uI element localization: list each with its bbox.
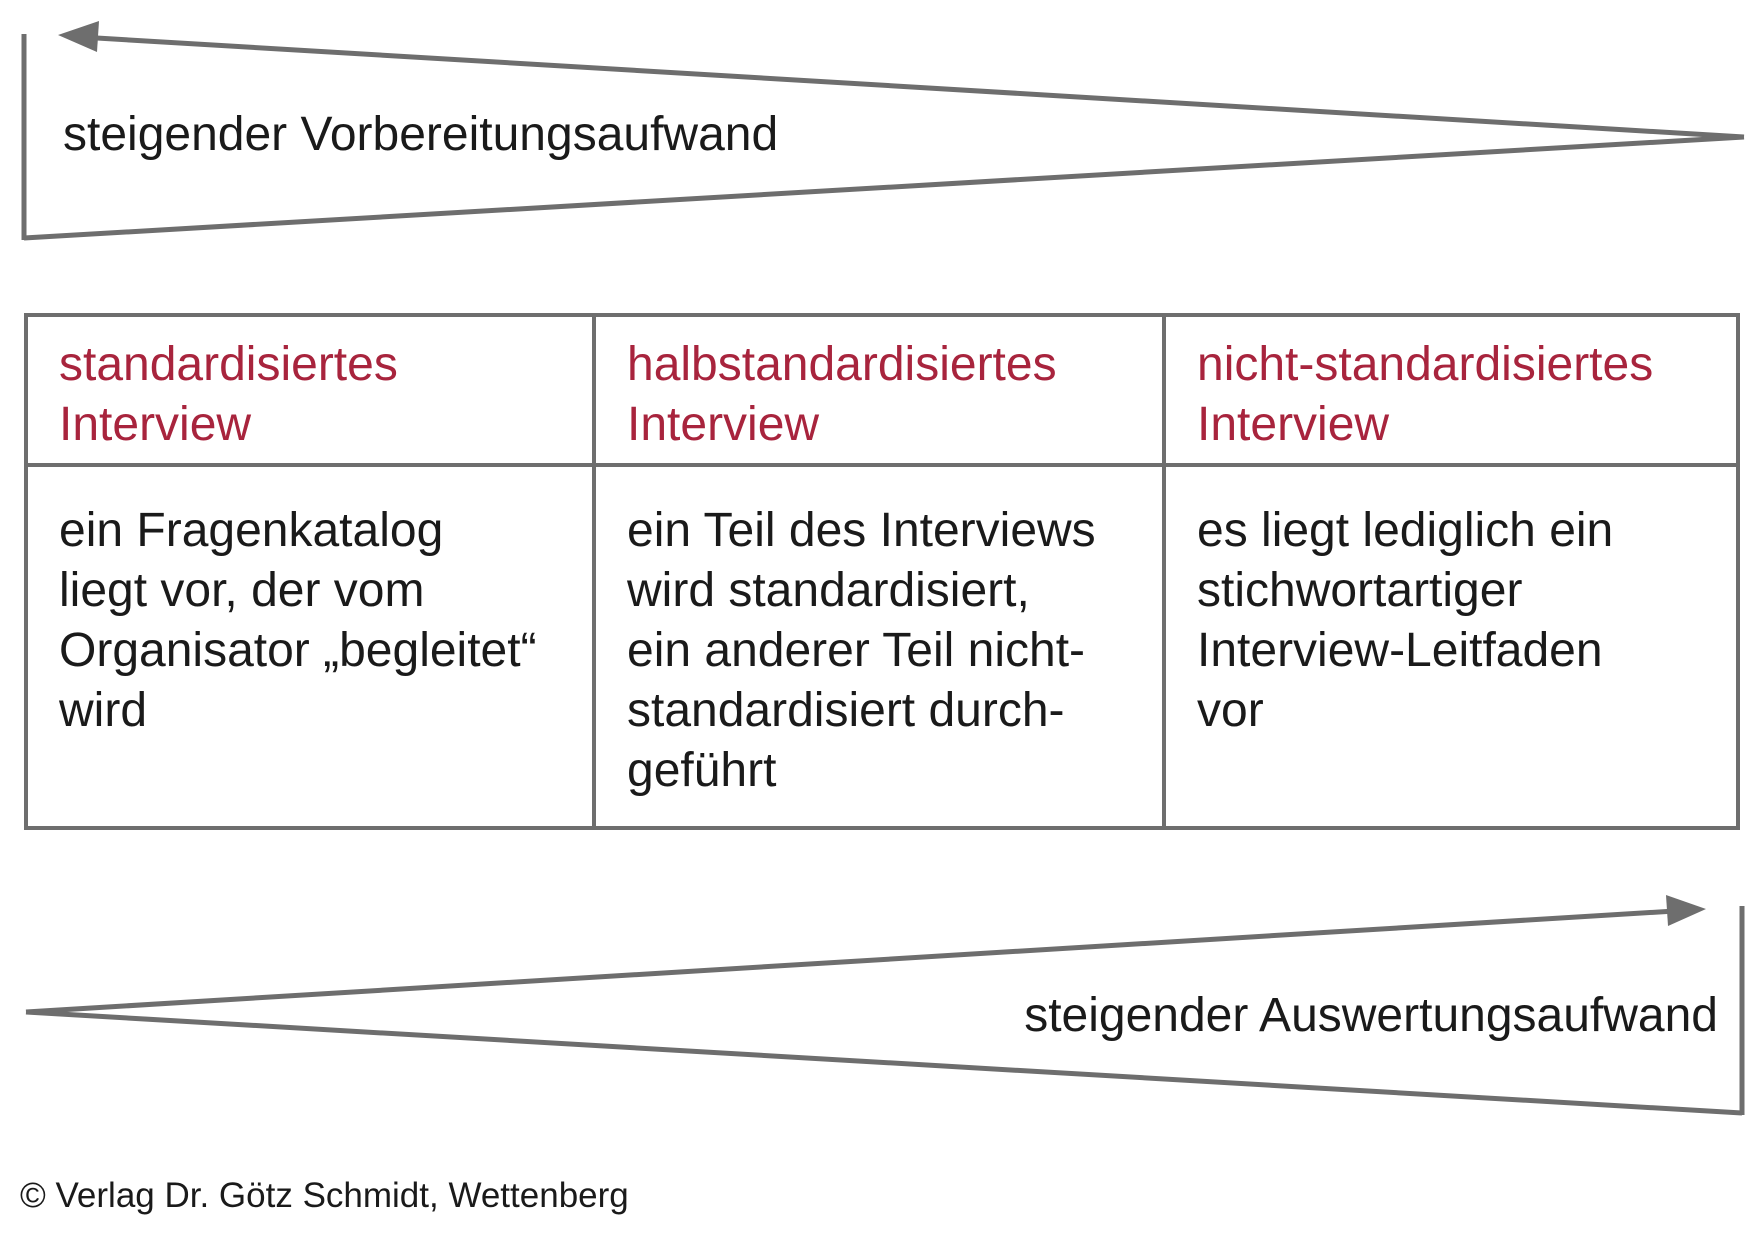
copyright-notice: © Verlag Dr. Götz Schmidt, Wettenberg bbox=[20, 1176, 629, 1215]
bottom-wedge-lower-edge bbox=[25, 1009, 1743, 1116]
header-cell-semi-standardized: halbstandardisiertes Interview bbox=[596, 317, 1166, 467]
body-cell-non-standardized: es liegt lediglich ein stichwortartiger … bbox=[1166, 467, 1736, 826]
header-line-2: Interview bbox=[627, 398, 820, 451]
interview-types-table: standardisiertes Interview halbstandardi… bbox=[24, 313, 1740, 830]
top-wedge bbox=[21, 34, 1745, 241]
body-description: ein Teil des Interviews wird standardisi… bbox=[627, 504, 1096, 797]
bottom-wedge bbox=[25, 906, 1745, 1116]
header-cell-non-standardized: nicht-standardisiertes Interview bbox=[1166, 317, 1736, 467]
header-cell-standardized: standardisiertes Interview bbox=[28, 317, 596, 467]
bottom-wedge-arrowhead-icon bbox=[1666, 895, 1706, 926]
bottom-wedge-label: steigender Auswertungsaufwand bbox=[1024, 989, 1718, 1042]
body-description: es liegt lediglich ein stichwortartiger … bbox=[1197, 504, 1614, 737]
body-cell-semi-standardized: ein Teil des Interviews wird standardisi… bbox=[596, 467, 1166, 826]
header-line-2: Interview bbox=[59, 398, 252, 451]
header-line-1: standardisiertes bbox=[59, 338, 398, 391]
top-wedge-arrowhead-icon bbox=[58, 21, 99, 52]
top-wedge-label: steigender Vorbereitungsaufwand bbox=[63, 108, 779, 161]
body-cell-standardized: ein Fragenkatalog liegt vor, der vom Org… bbox=[28, 467, 596, 826]
header-line-1: nicht-standardisiertes bbox=[1197, 338, 1654, 391]
top-wedge-lower-edge bbox=[23, 134, 1745, 241]
top-wedge-upper-edge bbox=[79, 34, 1745, 140]
body-description: ein Fragenkatalog liegt vor, der vom Org… bbox=[59, 504, 537, 737]
header-line-1: halbstandardisiertes bbox=[627, 338, 1057, 391]
bottom-wedge-upper-edge bbox=[25, 908, 1676, 1015]
header-line-2: Interview bbox=[1197, 398, 1390, 451]
